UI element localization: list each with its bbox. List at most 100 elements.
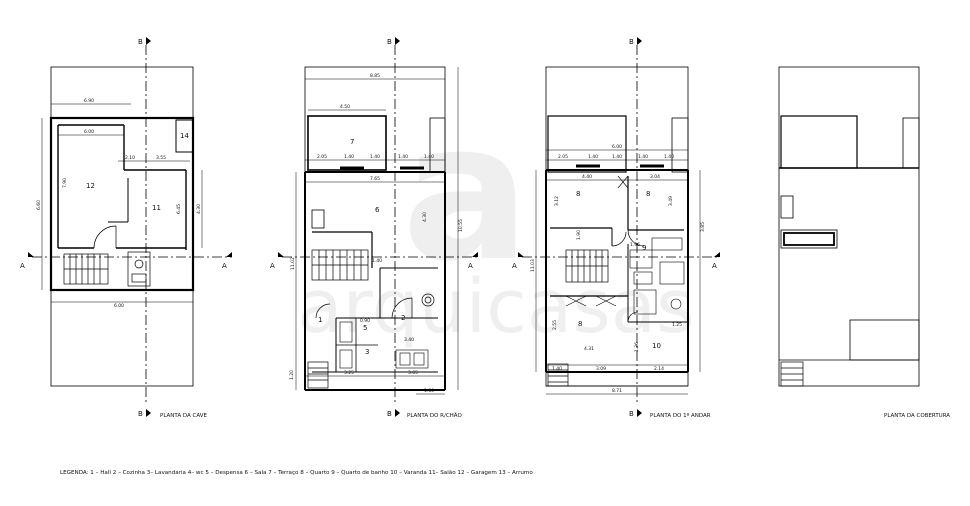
section-mark-b: B (629, 38, 634, 46)
watermark-text: arquicasas (297, 264, 694, 350)
dimension-label: 1.40 (664, 154, 674, 160)
section-mark-a: A (468, 262, 473, 270)
section-mark-a: A (270, 262, 275, 270)
dimension-label: 1.40 (424, 154, 434, 160)
room-number: 10 (652, 342, 661, 350)
plan-andar1-stair (547, 249, 609, 387)
dimension-label: 3.85 (700, 222, 706, 232)
dimension-label: 2.14 (654, 366, 664, 372)
dimension-label: 6.00 (612, 144, 622, 150)
watermark-logo: a (402, 82, 530, 303)
plan-andar1: 6.00 2.05 1.40 1.40 1.40 1.40 4.40 3.04 … (530, 66, 711, 419)
dimension-label: 1.20 (289, 370, 295, 380)
section-mark-b: B (138, 38, 143, 46)
dimension-label: 1.40 (638, 154, 648, 160)
room-number: 1 (318, 316, 322, 324)
section-mark-b: B (387, 38, 392, 46)
section-arrows-b (146, 37, 642, 417)
section-marks-a: A A A A A A (20, 262, 717, 270)
dimension-label: 7.65 (370, 176, 380, 182)
room-number: 8 (576, 190, 580, 198)
plan-title: PLANTA DA COBERTURA (884, 413, 950, 419)
room-number: 11 (152, 204, 161, 212)
dimension-label: 11.03 (530, 259, 536, 272)
plan-andar1-rooms: 8 8 9 8 10 (576, 190, 661, 350)
plan-title: PLANTA DO 1º ANDAR (650, 412, 711, 419)
dimension-label: 1.36 (634, 342, 640, 352)
plan-rchao-kitchen (339, 321, 429, 369)
dimension-label: 1.90 (576, 230, 582, 240)
dimension-label: 6.90 (84, 98, 94, 104)
dimension-label: 8.71 (612, 388, 622, 394)
dimension-label: 1.40 (344, 154, 354, 160)
dimension-label: 4.30 (422, 212, 428, 222)
plan-andar1-dim-lines (535, 149, 701, 395)
room-number: 6 (375, 206, 380, 214)
plan-andar1-bath (629, 237, 685, 315)
section-mark-b: B (629, 410, 634, 418)
plan-cave-walls (49, 66, 195, 387)
dimension-label: 1.60 (424, 388, 434, 394)
dimension-label: 11.02 (290, 257, 296, 270)
plan-title: PLANTA DA CAVE (160, 413, 207, 419)
dimension-label: 7.90 (62, 178, 68, 188)
dimension-label: 8.85 (370, 73, 380, 79)
dimension-label: 3.65 (408, 370, 418, 376)
room-number: 9 (642, 244, 646, 252)
dimension-label: 10.55 (458, 219, 464, 232)
plan-cave: 6.90 6.00 2.10 3.55 7.90 6.60 4.30 6.45 … (36, 66, 207, 419)
room-number: 8 (578, 320, 582, 328)
dimension-label: 1.40 (552, 366, 562, 372)
dimension-label: 1.40 (398, 154, 408, 160)
plan-rchao-rooms: 7 6 5 2 1 3 (318, 138, 405, 356)
dimension-label: 2.05 (558, 154, 568, 160)
section-line-b (145, 45, 638, 404)
section-mark-b: B (387, 410, 392, 418)
dimension-label: 4.31 (584, 346, 594, 352)
section-arrows-a (28, 252, 720, 257)
plan-andar1-dimensions: 6.00 2.05 1.40 1.40 1.40 1.40 4.40 3.04 … (530, 144, 706, 394)
dimension-label: 3.55 (156, 155, 166, 161)
room-number: 12 (86, 182, 95, 190)
plan-cave-stair (63, 253, 109, 285)
plan-rchao-stair (307, 249, 369, 389)
room-number: 14 (180, 132, 189, 140)
plan-cave-dim-lines (41, 103, 203, 303)
dimension-label: 6.45 (176, 204, 182, 214)
plan-cave-wc (127, 251, 151, 287)
plan-cobertura-outline (778, 66, 920, 387)
dimension-label: 4.30 (196, 204, 202, 214)
plan-andar1-walls (545, 66, 689, 387)
dimension-label: 2.10 (125, 155, 135, 161)
room-number: 7 (350, 138, 354, 146)
dimension-label: 1.40 (612, 154, 622, 160)
room-number: 2 (401, 314, 405, 322)
plan-rchao-dimensions: 8.85 4.50 2.05 1.40 1.40 1.40 1.40 7.65 … (289, 73, 464, 394)
dimension-label: 3.12 (554, 196, 560, 206)
room-number: 8 (646, 190, 650, 198)
section-mark-a: A (20, 262, 25, 270)
dimension-label: 3.49 (668, 196, 674, 206)
plan-rchao-doors (315, 293, 435, 319)
section-mark-a: A (512, 262, 517, 270)
plan-rchao-walls (304, 66, 446, 391)
dimension-label: 3.40 (404, 337, 414, 343)
dimension-label: 2.05 (317, 154, 327, 160)
room-number: 3 (365, 348, 369, 356)
dimension-label: 3.25 (344, 370, 354, 376)
plan-cave-dimensions: 6.90 6.00 2.10 3.55 7.90 6.60 4.30 6.45 … (36, 98, 202, 309)
dimension-label: 1.40 (588, 154, 598, 160)
plan-cobertura: PLANTA DA COBERTURA (778, 66, 950, 419)
dimension-label: 1.25 (672, 322, 682, 328)
room-number: 5 (363, 324, 367, 332)
plan-cave-door (93, 225, 117, 249)
dimension-label: 1.40 (370, 154, 380, 160)
section-marks-b: B B B B B B (138, 38, 634, 418)
plan-cobertura-stair (780, 361, 804, 387)
legend: LEGENDA: 1 – Hall 2 – Cozinha 3– Lavanda… (60, 470, 533, 476)
dimension-label: 6.60 (36, 200, 42, 210)
dimension-label: 1.96 (630, 242, 640, 248)
section-mark-a: A (222, 262, 227, 270)
dimension-label: 6.00 (84, 129, 94, 135)
